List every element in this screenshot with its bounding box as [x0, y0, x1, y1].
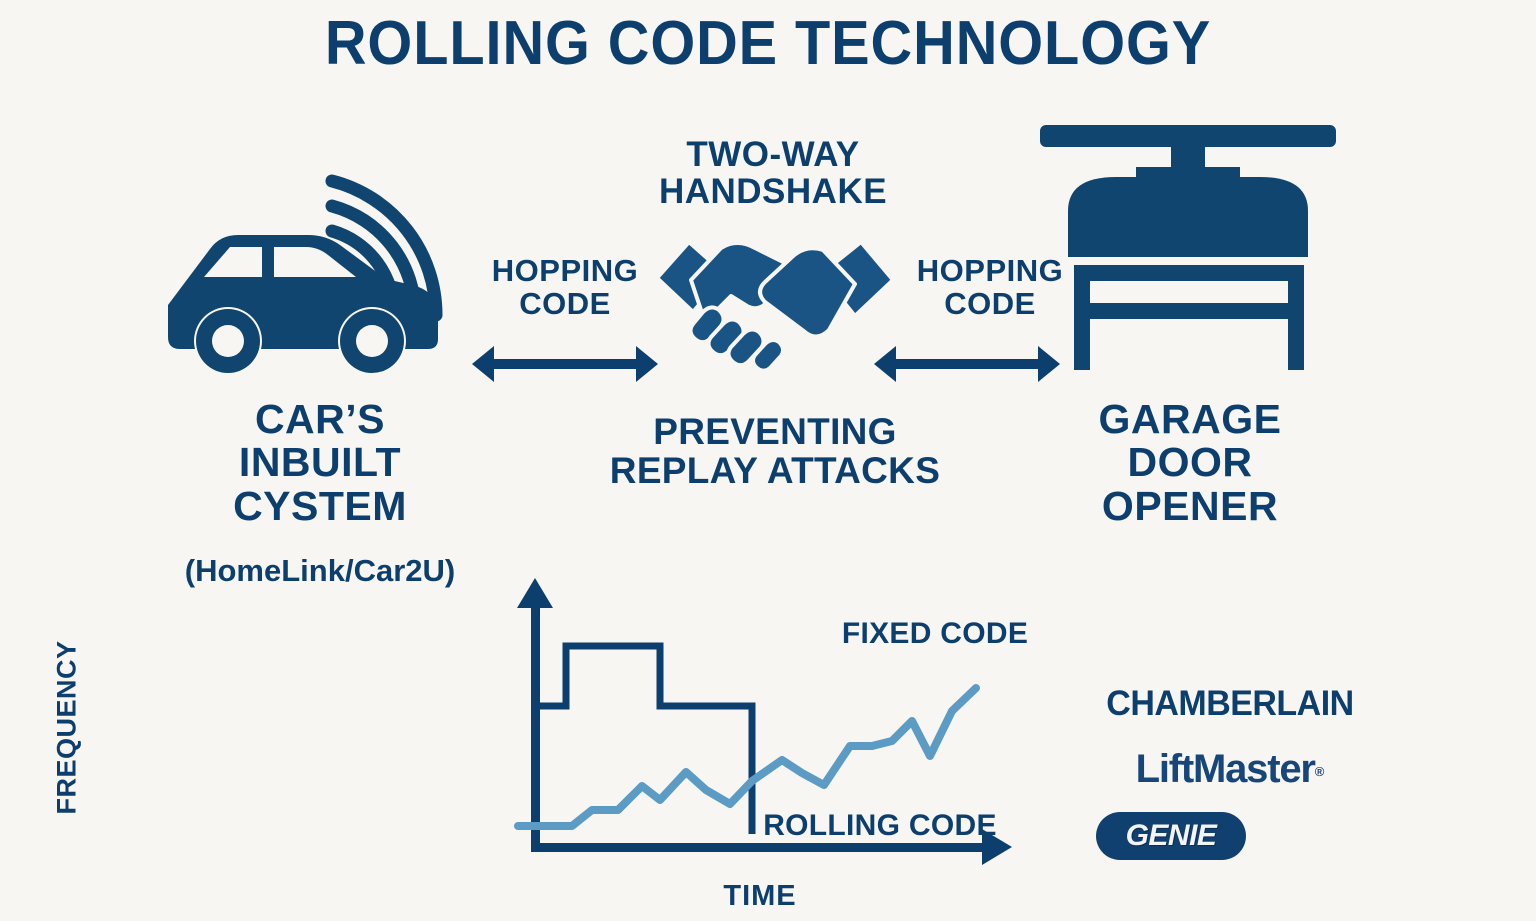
handshake-heading: TWO-WAY HANDSHAKE: [658, 135, 888, 212]
frequency-vs-time-chart: [514, 578, 1012, 865]
series-fixed-code-line: [532, 642, 756, 834]
double-arrow-right-icon: [874, 346, 1060, 382]
chart-x-axis-label: TIME: [723, 880, 797, 912]
brand-logo-genie-background: [1096, 812, 1246, 860]
chart-y-axis-label: FREQUENCY: [51, 640, 82, 815]
left-node-caption: CAR’S INBUILT CYSTEM: [233, 396, 407, 529]
chart-annotation-fixed-code: FIXED CODE: [841, 617, 1029, 650]
double-arrow-left-icon: [472, 346, 658, 382]
brand-logo-chamberlain: CHAMBERLAIN: [1106, 684, 1354, 723]
brand-liftmaster-wordmark: LiftMaster: [1135, 747, 1316, 791]
car-with-signal-icon: [168, 174, 443, 375]
brand-logo-liftmaster: LiftMaster®: [1060, 747, 1400, 792]
garage-door-opener-icon: [1040, 125, 1336, 370]
preventing-replay-attacks-caption: PREVENTING REPLAY ATTACKS: [609, 411, 941, 492]
left-node-subcaption: (HomeLink/Car2U): [184, 553, 456, 588]
brand-logo-genie: GENIE: [1125, 819, 1217, 852]
hopping-code-label-left: HOPPING CODE: [491, 253, 639, 321]
page-title: ROLLING CODE TECHNOLOGY: [324, 9, 1212, 78]
registered-trademark-icon: ®: [1314, 764, 1325, 779]
right-node-caption: GARAGE DOOR OPENER: [1098, 396, 1282, 529]
series-rolling-code-line: [514, 684, 980, 830]
chart-annotation-rolling-code: ROLLING CODE: [763, 809, 997, 842]
hopping-code-label-right: HOPPING CODE: [916, 253, 1064, 321]
handshake-icon: [655, 240, 895, 372]
